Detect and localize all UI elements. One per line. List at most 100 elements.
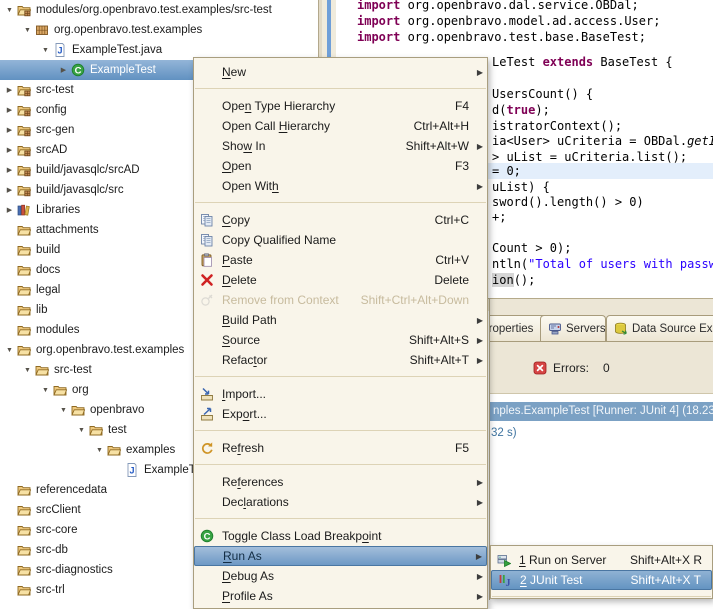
menu-item-copy-qualified-name[interactable]: Copy Qualified Name — [194, 230, 487, 250]
tree-item-docs[interactable]: docs — [0, 260, 318, 280]
copy-icon — [200, 233, 214, 247]
folder-icon — [17, 243, 31, 257]
expander-open-icon[interactable]: ▼ — [78, 426, 85, 434]
folder-icon — [17, 343, 31, 357]
menu-item-references[interactable]: References▶ — [194, 472, 487, 492]
tree-item-org-openbravo-test-examples[interactable]: ▼org.openbravo.test.examples — [0, 340, 318, 360]
tree-item-label: src-db — [36, 544, 68, 556]
javafile-icon — [53, 43, 67, 57]
tree-item-openbravo[interactable]: ▼openbravo — [0, 400, 318, 420]
expander-closed-icon[interactable]: ▶ — [6, 207, 13, 214]
tree-item-attachments[interactable]: attachments — [0, 220, 318, 240]
expander-closed-icon[interactable]: ▶ — [6, 127, 13, 134]
expander-open-icon[interactable]: ▼ — [60, 406, 67, 414]
menu-item-debug-as[interactable]: Debug As▶ — [194, 566, 487, 586]
errors-count: 0 — [603, 361, 610, 375]
tree-item-examples[interactable]: ▼ examples — [0, 440, 318, 460]
tree-item-srcclient[interactable]: srcClient — [0, 500, 318, 520]
expander-closed-icon[interactable]: ▶ — [6, 167, 13, 174]
code-line: +; — [492, 210, 507, 224]
expander-closed-icon[interactable]: ▶ — [6, 187, 13, 194]
folder-icon — [17, 523, 31, 537]
expander-open-icon[interactable]: ▼ — [96, 446, 103, 454]
tree-item-libraries[interactable]: ▶Libraries — [0, 200, 318, 220]
menu-item-toggle-class-load-breakpoint[interactable]: Toggle Class Load Breakpoint — [194, 526, 487, 546]
tree-item-src-test[interactable]: ▶src-test — [0, 80, 318, 100]
expander-open-icon[interactable]: ▼ — [42, 46, 49, 54]
tree-item-build-javasqlc-src[interactable]: ▶build/javasqlc/src — [0, 180, 318, 200]
code-editor[interactable]: import org.openbravo.dal.service.OBDal;i… — [336, 0, 713, 298]
expander-closed-icon[interactable]: ▶ — [60, 67, 67, 74]
menu-item-run-as[interactable]: Run As▶ — [194, 546, 487, 566]
removectx-icon-slot — [200, 293, 216, 307]
tree-item-config[interactable]: ▶config — [0, 100, 318, 120]
tab-bar-line — [490, 341, 713, 342]
errors-label: Errors: — [553, 361, 589, 375]
expander-closed-icon[interactable]: ▶ — [6, 87, 13, 94]
icon-slot — [200, 65, 216, 79]
tree-item-src-db[interactable]: src-db — [0, 540, 318, 560]
tab-properties[interactable]: Properties — [490, 315, 547, 342]
expander-open-icon[interactable]: ▼ — [6, 6, 13, 14]
copy-icon-slot — [200, 233, 216, 247]
code-line: UsersCount() { — [492, 87, 594, 101]
tree-item-build-javasqlc-srcad[interactable]: ▶build/javasqlc/srcAD — [0, 160, 318, 180]
submenu-arrow-icon: ▶ — [475, 551, 482, 561]
menu-item-open-with[interactable]: Open With▶ — [194, 176, 487, 196]
menu-item-label: Declarations — [222, 495, 289, 509]
menu-item-new[interactable]: New▶ — [194, 62, 487, 82]
menu-item-build-path[interactable]: Build Path▶ — [194, 310, 487, 330]
tree-item-modules-org-openbravo-test-examples-src-test[interactable]: ▼modules/org.openbravo.test.examples/src… — [0, 0, 318, 20]
tab-servers[interactable]: Servers — [540, 315, 606, 342]
tree-item-src-trl[interactable]: src-trl — [0, 580, 318, 600]
code-line: LeTest extends BaseTest { — [492, 55, 673, 69]
icon-slot — [200, 495, 216, 509]
indent — [0, 430, 75, 431]
menu-item-declarations[interactable]: Declarations▶ — [194, 492, 487, 512]
icon-slot — [200, 313, 216, 327]
tree-item-org-openbravo-test-examples[interactable]: ▼ org.openbravo.test.examples — [0, 20, 318, 40]
tree-item-modules[interactable]: modules — [0, 320, 318, 340]
tree-item-src-core[interactable]: src-core — [0, 520, 318, 540]
expander-open-icon[interactable]: ▼ — [24, 26, 31, 34]
expander-open-icon[interactable]: ▼ — [42, 386, 49, 394]
tree-item-src-gen[interactable]: ▶src-gen — [0, 120, 318, 140]
tree-item-legal[interactable]: legal — [0, 280, 318, 300]
tree-item-referencedata[interactable]: referencedata — [0, 480, 318, 500]
menu-item-profile-as[interactable]: Profile As▶ — [194, 586, 487, 606]
tree-item-exampletest-java[interactable]: ▼ExampleTest.java — [0, 40, 318, 60]
tree-item-label: org.openbravo.test.examples — [54, 24, 203, 36]
menu-shortcut: Delete — [434, 273, 469, 287]
tree-item-src-diagnostics[interactable]: src-diagnostics — [0, 560, 318, 580]
menu-item-import[interactable]: Import... — [194, 384, 487, 404]
tree-item-label: examples — [126, 444, 176, 456]
tree-item-lib[interactable]: lib — [0, 300, 318, 320]
tree-item-srcad[interactable]: ▶srcAD — [0, 140, 318, 160]
tree-item-org[interactable]: ▼org — [0, 380, 318, 400]
expander-open-icon[interactable]: ▼ — [24, 366, 31, 374]
expander-closed-icon[interactable]: ▶ — [6, 147, 13, 154]
tree-item-src-test[interactable]: ▼src-test — [0, 360, 318, 380]
menu-item-export[interactable]: Export... — [194, 404, 487, 424]
junit-test-run-row[interactable]: nples.ExampleTest [Runner: JUnit 4] (18.… — [490, 402, 713, 421]
expander-open-icon[interactable]: ▼ — [6, 346, 13, 354]
menu-item-label: New — [222, 65, 247, 79]
tab-data-source-explo[interactable]: Data Source Explo — [606, 315, 713, 342]
tree-item-test[interactable]: ▼test — [0, 420, 318, 440]
expander-closed-icon[interactable]: ▶ — [6, 107, 13, 114]
tree-item-build[interactable]: build — [0, 240, 318, 260]
junit-icon-slot — [498, 573, 514, 587]
